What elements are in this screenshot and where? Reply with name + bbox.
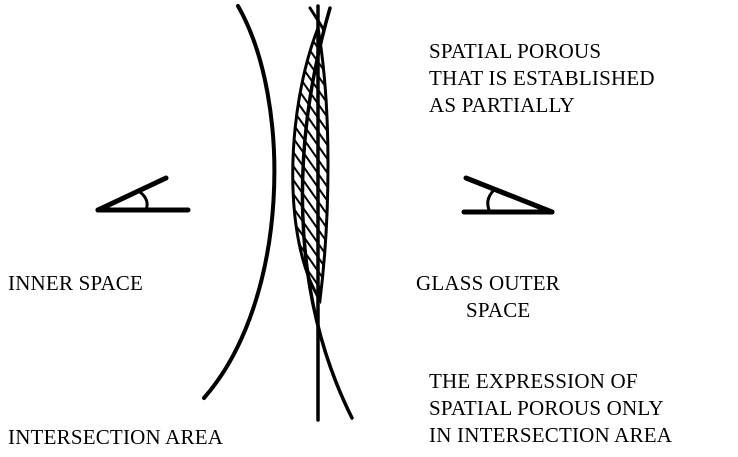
left-glass-curve [204,6,274,398]
spatial-porous-label: SPATIAL POROUS THAT IS ESTABLISHED AS PA… [429,38,655,119]
expression-label: THE EXPRESSION OF SPATIAL POROUS ONLY IN… [429,368,672,449]
glass-outer-line-1: GLASS OUTER [416,270,560,297]
intersection-area-label: INTERSECTION AREA [8,424,223,451]
glass-outer-line-2: SPACE [416,297,560,324]
spatial-porous-line-2: THAT IS ESTABLISHED [429,65,655,92]
right-viewer-icon [464,178,552,212]
inner-space-text: INNER SPACE [8,270,143,297]
expression-line-2: SPATIAL POROUS ONLY [429,395,672,422]
inner-space-label: INNER SPACE [8,270,143,297]
left-viewer-icon [98,178,188,210]
glass-outer-space-label: GLASS OUTER SPACE [416,270,560,324]
intersection-area-text: INTERSECTION AREA [8,424,223,451]
spatial-porous-line-3: AS PARTIALLY [429,92,655,119]
hatched-intersection-area [293,28,328,300]
expression-line-1: THE EXPRESSION OF [429,368,672,395]
spatial-porous-line-1: SPATIAL POROUS [429,38,655,65]
expression-line-3: IN INTERSECTION AREA [429,422,672,449]
